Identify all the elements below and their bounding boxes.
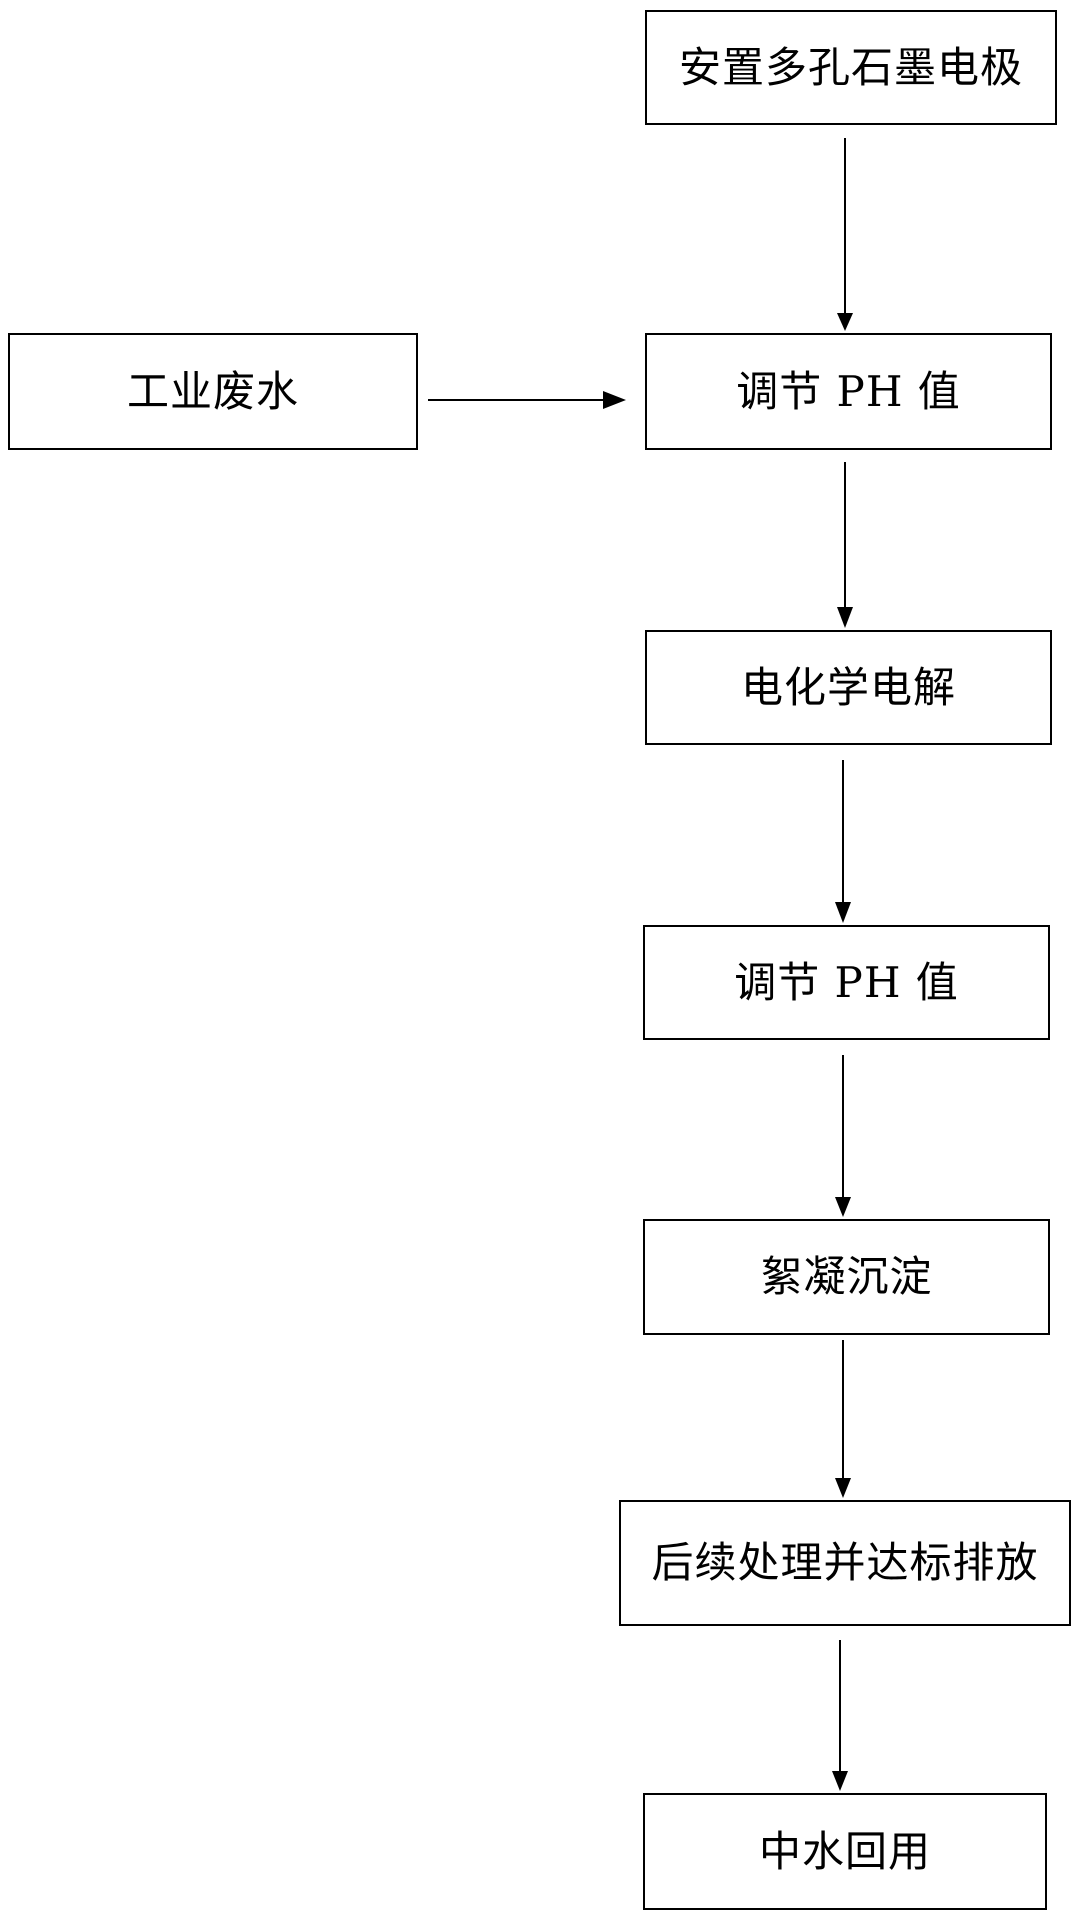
arrow-post-treatment-to-reuse bbox=[832, 1640, 848, 1791]
arrow-flocculation-to-post-treatment bbox=[835, 1340, 851, 1498]
node-flocculation: 絮凝沉淀 bbox=[643, 1219, 1050, 1335]
node-label: 中水回用 bbox=[758, 1826, 931, 1876]
arrow-ph1-to-electrolysis bbox=[837, 462, 853, 628]
arrow-electrolysis-to-ph2 bbox=[835, 760, 851, 923]
node-post-treatment: 后续处理并达标排放 bbox=[619, 1500, 1071, 1626]
node-label: 后续处理并达标排放 bbox=[651, 1538, 1039, 1587]
node-label: 电化学电解 bbox=[740, 662, 956, 712]
arrow-ph2-to-flocculation bbox=[835, 1055, 851, 1217]
node-adjust-ph-1: 调节 PH 值 bbox=[645, 333, 1052, 450]
node-electrolysis: 电化学电解 bbox=[645, 630, 1052, 745]
node-label: 调节 PH 值 bbox=[736, 366, 961, 416]
node-label: 工业废水 bbox=[126, 366, 299, 416]
node-industrial-wastewater: 工业废水 bbox=[8, 333, 418, 450]
node-adjust-ph-2: 调节 PH 值 bbox=[643, 925, 1050, 1040]
arrow-electrode-to-ph1 bbox=[837, 138, 853, 331]
node-label: 调节 PH 值 bbox=[734, 957, 959, 1007]
node-install-electrode: 安置多孔石墨电极 bbox=[645, 10, 1057, 125]
node-reuse: 中水回用 bbox=[643, 1793, 1047, 1910]
node-label: 安置多孔石墨电极 bbox=[678, 42, 1023, 92]
arrow-wastewater-to-ph1 bbox=[428, 391, 626, 409]
node-label: 絮凝沉淀 bbox=[760, 1252, 933, 1301]
